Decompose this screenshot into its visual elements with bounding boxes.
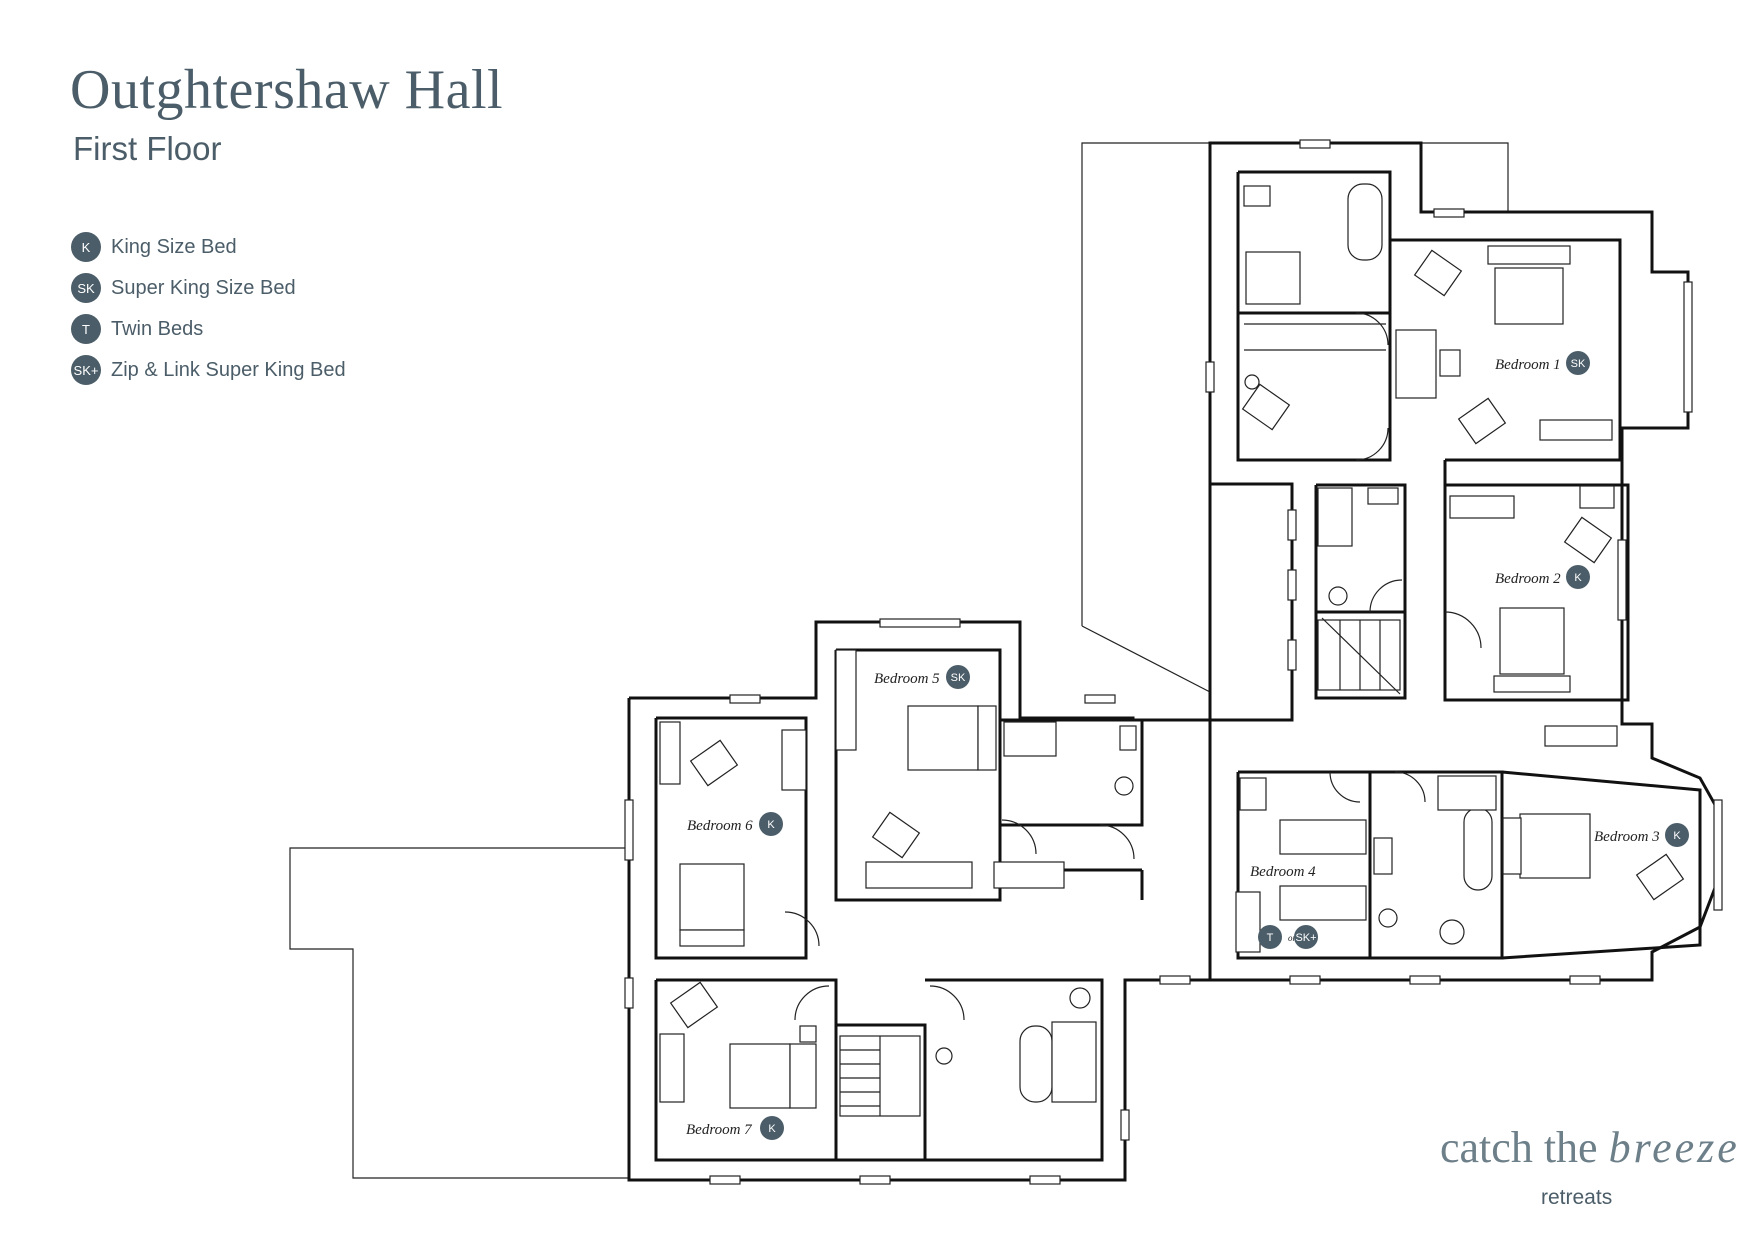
king-bed-badge-icon: K	[71, 232, 101, 262]
bed-badge-icon	[946, 665, 970, 689]
twin-beds-badge-icon: T	[71, 314, 101, 344]
bed-badge-icon	[1294, 925, 1318, 949]
bed-badge-text: SK+	[1295, 932, 1316, 944]
brand-text-italic: breeze	[1608, 1123, 1740, 1172]
legend-item-super-king: SK Super King Size Bed	[71, 273, 346, 303]
bed-badge-icon	[1665, 823, 1689, 847]
room-label: Bedroom 1	[1495, 357, 1561, 373]
bed-badge-icon	[1566, 351, 1590, 375]
legend-label: King Size Bed	[111, 235, 237, 258]
legend-label: Zip & Link Super King Bed	[111, 358, 346, 381]
legend-item-zip-link: SK+ Zip & Link Super King Bed	[71, 355, 346, 385]
bedroom-7: Bedroom 7 K	[686, 1116, 784, 1140]
bed-badge-icon	[759, 812, 783, 836]
room-label: Bedroom 3	[1594, 829, 1660, 845]
bedroom-1: Bedroom 1 SK	[1495, 351, 1590, 375]
brand-text: catch the	[1440, 1123, 1609, 1172]
room-label: Bedroom 7	[686, 1122, 753, 1138]
bed-legend: K King Size Bed SK Super King Size Bed T…	[71, 232, 346, 396]
room-label: Bedroom 5	[874, 671, 940, 687]
stairs-icon	[839, 619, 1401, 1117]
windows	[624, 139, 1723, 1185]
legend-label: Super King Size Bed	[111, 276, 296, 299]
bed-badge-text: SK	[951, 672, 966, 684]
room-labels: Bedroom 1 SK Bedroom 2 K Bedroom 3 K Bed…	[686, 351, 1689, 1140]
bed-badge-icon	[760, 1116, 784, 1140]
bed-badge-text: T	[1267, 932, 1274, 944]
floor-subtitle: First Floor	[73, 130, 222, 167]
bed-badge-text: K	[1574, 572, 1582, 584]
bed-badge-icon	[1258, 925, 1282, 949]
outbuilding-outlines	[289, 142, 1509, 1179]
page-title: Outghtershaw Hall	[70, 59, 504, 121]
bed-badge-text: SK	[1571, 358, 1586, 370]
room-label: Bedroom 4	[1250, 864, 1316, 880]
furniture	[659, 183, 1685, 1117]
super-king-bed-badge-icon: SK	[71, 273, 101, 303]
bed-badge-text: K	[768, 1123, 776, 1135]
bed-badge-icon	[1566, 565, 1590, 589]
bed-badge-text: K	[767, 819, 775, 831]
zip-link-bed-badge-icon: SK+	[71, 355, 101, 385]
bedroom-5: Bedroom 5 SK	[874, 665, 970, 689]
brand-logo: catch the breeze	[1440, 1122, 1740, 1173]
bedroom-6: Bedroom 6 K	[687, 812, 783, 836]
exterior-walls	[627, 141, 1720, 1182]
bedroom-3: Bedroom 3 K	[1594, 823, 1689, 847]
room-label: Bedroom 2	[1495, 571, 1561, 587]
bedroom-4: Bedroom 4 T or SK+	[1250, 864, 1318, 949]
brand-subtitle: retreats	[1541, 1186, 1613, 1209]
legend-item-king: K King Size Bed	[71, 232, 346, 262]
room-label: Bedroom 6	[687, 818, 753, 834]
bed-badge-text: K	[1673, 830, 1681, 842]
legend-label: Twin Beds	[111, 317, 204, 340]
bedroom-2: Bedroom 2 K	[1495, 565, 1590, 589]
or-text: or	[1288, 933, 1297, 943]
legend-item-twin: T Twin Beds	[71, 314, 346, 344]
doors	[784, 312, 1482, 1021]
